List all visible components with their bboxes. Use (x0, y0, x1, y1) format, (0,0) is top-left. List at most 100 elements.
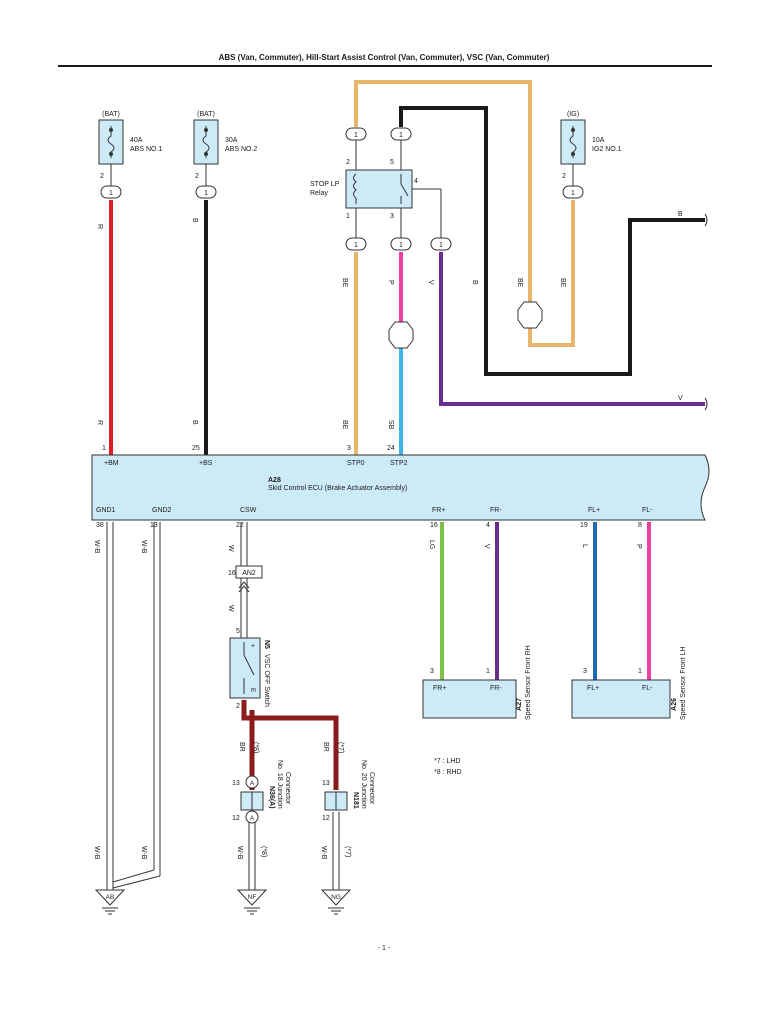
fuse-conn: 1 (109, 190, 113, 197)
fuse-source: (BAT) (102, 111, 120, 118)
junction-letter: A (250, 780, 255, 787)
ecu-pin-num: 25 (192, 445, 200, 452)
relay-pin: 4 (414, 178, 418, 185)
switch-e: E (249, 688, 256, 693)
switch-pin: 5 (236, 628, 240, 635)
relay-conn: 1 (399, 242, 403, 249)
fuse-source: (BAT) (197, 111, 215, 118)
notes: *7 : LHD *8 : RHD (434, 758, 462, 776)
wire-label: R (96, 224, 103, 229)
relay-pin: 1 (346, 213, 350, 220)
wire-label: B (678, 211, 683, 218)
wire-label: BE (341, 420, 348, 430)
junction-id: N181 (352, 792, 359, 809)
ground-label: AB (106, 894, 115, 901)
wire-label: W-B (236, 846, 243, 860)
wire-label: B (191, 218, 198, 223)
splice-be (517, 301, 543, 329)
ecu-pin-num: 8 (638, 522, 642, 529)
wire-w-csw (240, 522, 248, 638)
relay-name: STOP LP (310, 181, 340, 188)
wire-be-top-loop (354, 80, 575, 347)
ecu-pin-num: 38 (96, 522, 104, 529)
fuse-pin: 2 (100, 173, 104, 180)
wire-wb-nf (248, 822, 256, 890)
wire-label: (*8) (260, 846, 267, 857)
ecu-pin-num: 4 (486, 522, 490, 529)
wire-label: W-B (93, 540, 100, 554)
wire-br-loop (241, 700, 339, 790)
note: *8 : RHD (434, 769, 462, 776)
speed-sensor-front-rh: 3 1 FR+ FR- A27 Speed Sensor Front RH (422, 645, 532, 720)
diagram-title: ABS (Van, Commuter), Hill-Start Assist C… (219, 53, 550, 62)
ground-ab: AB (94, 889, 126, 915)
wire-label: LG (428, 540, 435, 549)
sensor-lbl: FL+ (587, 685, 599, 692)
ecu-pin-num: 19 (580, 522, 588, 529)
sensor-pin: 1 (638, 668, 642, 675)
ecu-pin-num: 13 (150, 522, 158, 529)
wire-label: W-B (140, 540, 147, 554)
wire-wb-gnd1 (106, 522, 114, 890)
ground-nf: NF (236, 889, 268, 915)
switch-plus: + (251, 643, 255, 650)
ecu-pin-name: FL+ (588, 507, 600, 514)
fuse-pin: 2 (195, 173, 199, 180)
wire-label: BR (322, 742, 329, 752)
relay-conn: 1 (399, 132, 403, 139)
fuse-conn: 1 (204, 190, 208, 197)
ecu-pin-name: FR+ (432, 507, 445, 514)
wire-label: R (96, 420, 103, 425)
relay-conn: 1 (439, 242, 443, 249)
junction-pin: 12 (322, 815, 330, 822)
ecu-name: Skid Control ECU (Brake Actuator Assembl… (268, 485, 407, 492)
break-mark-b (704, 213, 708, 227)
relay-name: Relay (310, 190, 328, 197)
ecu-pin-num: 1 (102, 445, 106, 452)
wire-label: V (678, 395, 683, 402)
fuse-name: ABS NO.1 (130, 146, 162, 153)
fuse-pin: 2 (562, 173, 566, 180)
wire-label: (*7) (344, 846, 351, 857)
fuse-source: (IG) (567, 111, 579, 118)
ecu-pin-name: FL- (642, 507, 653, 514)
ecu-a28: A28 Skid Control ECU (Brake Actuator Ass… (91, 445, 710, 529)
junction-n181: 13 12 N181 No. 20 Junction Connector (322, 760, 375, 822)
sensor-lbl: FR+ (433, 685, 446, 692)
wire-label: V (483, 544, 490, 549)
sensor-name: Speed Sensor Front LH (680, 646, 687, 720)
fuse-abs-no1: (BAT) 40A ABS NO.1 2 1 (98, 111, 162, 199)
wire-label: (*7) (337, 742, 344, 753)
wire-label: W-B (93, 846, 100, 860)
wire-label: W (227, 545, 234, 552)
fuse-ig2-no1: (IG) 10A IG2 NO.1 2 1 (560, 111, 622, 199)
ecu-pin-name: FR- (490, 507, 502, 514)
wire-label: B (191, 420, 198, 425)
switch-id: N5 (263, 640, 270, 649)
ground-ng: NG (320, 889, 352, 915)
ecu-pin-num: 16 (430, 522, 438, 529)
fuse-abs-no2: (BAT) 30A ABS NO.2 2 1 (193, 111, 257, 199)
wire-b-loop (399, 106, 705, 376)
fuse-name: IG2 NO.1 (592, 146, 622, 153)
wire-label: BE (559, 278, 566, 288)
ecu-pin-num: 22 (236, 522, 244, 529)
junction-name: Connector (284, 772, 291, 805)
an2-name: AN2 (242, 570, 256, 577)
sensor-name: Speed Sensor Front RH (525, 645, 532, 720)
junction-name: No. 18 Junction (276, 760, 283, 809)
an2-pin: 16 (228, 570, 236, 577)
wire-labels: R R B B BE BE P SB V B BE BE B V W-B W-B… (93, 211, 683, 860)
junction-pin: 13 (232, 780, 240, 787)
relay-pin: 3 (390, 213, 394, 220)
connector-an2: 16 AN2 (228, 565, 263, 593)
wire-label: V (427, 280, 434, 285)
speed-sensor-front-lh: 3 1 FL+ FL- A26 Speed Sensor Front LH (571, 646, 687, 720)
relay-pin: 2 (346, 159, 350, 166)
junction-name: Connector (368, 772, 375, 805)
wire-wb-ng (332, 812, 340, 890)
note: *7 : LHD (434, 758, 460, 765)
wire-label: BE (341, 278, 348, 288)
ground-label: NG (331, 894, 341, 901)
ecu-pin-name: STP2 (390, 460, 408, 467)
